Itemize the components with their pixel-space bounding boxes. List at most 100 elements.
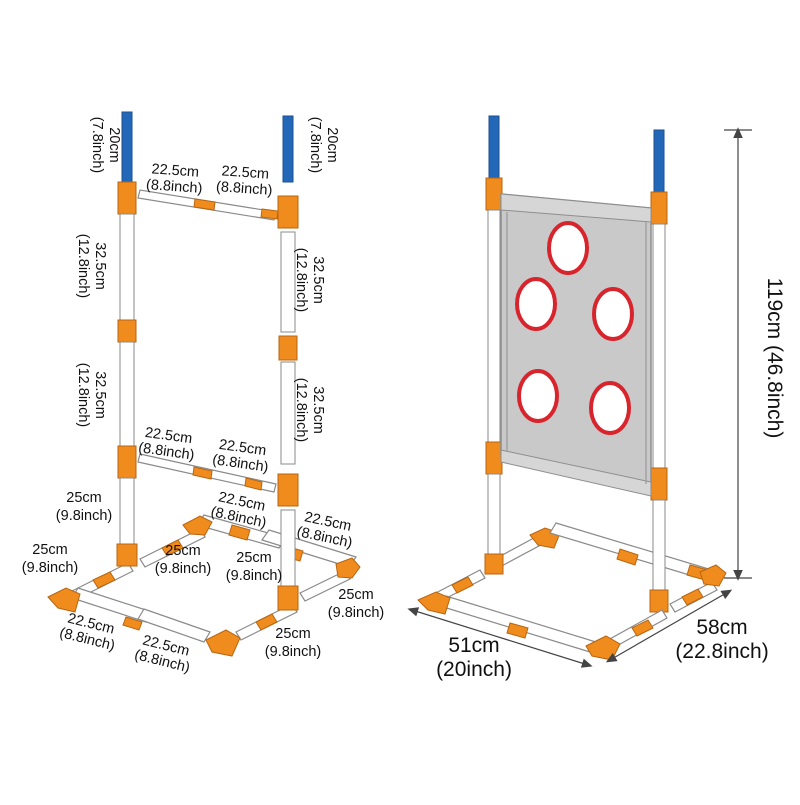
label-line: (20inch) (436, 658, 512, 681)
label-width: 51cm(20inch) (436, 634, 512, 681)
label-line: (9.8inch) (56, 508, 112, 524)
label-line: 32.5cm (310, 256, 326, 304)
label-line: (9.8inch) (226, 568, 282, 584)
label-line: (8.8inch) (145, 177, 202, 197)
svg-text:22.5cm(8.8inch): 22.5cm(8.8inch) (137, 424, 197, 464)
label-leg-left: 25cm (9.8inch) (56, 490, 112, 524)
svg-text:25cm(9.8inch): 25cm (9.8inch) (265, 626, 321, 660)
label-right-back: 25cm (9.8inch) (328, 587, 384, 621)
label-line: 25cm (338, 587, 373, 603)
top-crossbar (137, 189, 279, 221)
svg-text:25cm(9.8inch): 25cm (9.8inch) (226, 550, 282, 584)
corner-back-right (699, 564, 727, 587)
label-line: 58cm (696, 616, 747, 639)
svg-text:51cm(20inch): 51cm(20inch) (436, 634, 512, 681)
label-lower-right: 32.5cm(12.8inch) (293, 378, 326, 442)
label-line: 22.5cm (144, 425, 193, 447)
right-column (277, 115, 299, 611)
label-line: 25cm (275, 626, 310, 642)
red-target-hole-icon (517, 369, 559, 423)
label-line: 25cm (66, 490, 101, 506)
svg-text:22.5cm(8.8inch): 22.5cm(8.8inch) (58, 610, 120, 655)
right-pole-tip (282, 115, 294, 183)
label-line: (9.8inch) (265, 644, 321, 660)
label-lower-left: 32.5cm(12.8inch) (75, 363, 108, 427)
svg-text:119cm (46.8inch): 119cm (46.8inch) (763, 278, 786, 439)
label-line: (9.8inch) (328, 605, 384, 621)
label-height: 119cm (46.8inch) (763, 278, 786, 439)
svg-text:25cm(9.8inch): 25cm (9.8inch) (22, 542, 78, 576)
left-pole-tip (121, 111, 133, 183)
label-top-pole-right: 20cm(7.8inch) (307, 117, 340, 173)
label-line: 32.5cm (310, 386, 326, 434)
label-line: (12.8inch) (293, 248, 309, 312)
label-line: 51cm (448, 634, 499, 657)
exploded-parts-view: 20cm(7.8inch)20cm(7.8inch)32.5cm(12.8inc… (22, 111, 384, 677)
svg-text:20cm(7.8inch): 20cm(7.8inch) (307, 117, 340, 173)
base-corner-front (205, 629, 241, 657)
label-line: (8.8inch) (215, 179, 272, 199)
assembled-right-pole (649, 129, 669, 613)
svg-text:58cm(22.8inch): 58cm(22.8inch) (675, 616, 768, 663)
label-mid-bar-a: 22.5cm(8.8inch) (137, 424, 197, 464)
target-panel (500, 193, 652, 497)
label-line: 22.5cm (221, 163, 270, 182)
label-mid-bar-b: 22.5cm(8.8inch) (211, 436, 271, 476)
assembled-view: 119cm (46.8inch) 51cm(20inch) 58cm(22.8inc… (407, 115, 786, 681)
label-line: 20cm (324, 127, 340, 162)
svg-text:32.5cm(12.8inch): 32.5cm(12.8inch) (293, 378, 326, 442)
base-front-bar-right (137, 608, 211, 643)
label-line: 119cm (46.8inch) (763, 278, 786, 439)
red-target-hole-icon (589, 381, 631, 435)
label-line: 25cm (236, 550, 271, 566)
svg-text:32.5cm(12.8inch): 32.5cm(12.8inch) (75, 234, 108, 298)
svg-text:25cm(9.8inch): 25cm (9.8inch) (328, 587, 384, 621)
label-inner-left: 25cm (9.8inch) (155, 543, 211, 577)
base-left-inner-bar (139, 528, 206, 568)
label-line: 32.5cm (92, 371, 108, 419)
svg-text:22.5cm(8.8inch): 22.5cm(8.8inch) (145, 161, 204, 197)
assembled-base-back (492, 522, 713, 581)
base-corner-back-right (335, 557, 361, 579)
label-line: (12.8inch) (75, 363, 91, 427)
label-line: (12.8inch) (293, 378, 309, 442)
label-front-bar-b: 22.5cm(8.8inch) (133, 633, 192, 677)
base-right-back-bar (299, 570, 351, 602)
label-inner-right: 25cm (9.8inch) (226, 550, 282, 584)
base-corner-left (47, 587, 81, 613)
dimension-lines (407, 127, 752, 668)
label-base-left-side: 25cm (9.8inch) (22, 542, 78, 576)
mid-crossbar (137, 453, 277, 493)
label-line: (8.8inch) (137, 440, 195, 464)
label-depth: 58cm(22.8inch) (675, 616, 768, 663)
label-line: (9.8inch) (22, 560, 78, 576)
label-line: 22.5cm (151, 161, 200, 180)
base-corner-back-left (182, 515, 213, 536)
label-line: 32.5cm (92, 242, 108, 290)
svg-text:20cm(7.8inch): 20cm(7.8inch) (89, 117, 122, 173)
label-upper-right: 32.5cm(12.8inch) (293, 248, 326, 312)
label-top-bar-a: 22.5cm(8.8inch) (145, 161, 204, 197)
label-right-front: 25cm (9.8inch) (265, 626, 321, 660)
label-upper-left: 32.5cm(12.8inch) (75, 234, 108, 298)
label-line: (7.8inch) (89, 117, 105, 173)
svg-text:22.5cm(8.8inch): 22.5cm(8.8inch) (209, 488, 271, 531)
label-line: (9.8inch) (155, 561, 211, 577)
label-line: 25cm (165, 543, 200, 559)
label-top-pole-left: 20cm(7.8inch) (89, 117, 122, 173)
label-line: (8.8inch) (211, 452, 269, 476)
label-line: (22.8inch) (675, 640, 768, 663)
label-line: 20cm (106, 127, 122, 162)
svg-text:32.5cm(12.8inch): 32.5cm(12.8inch) (75, 363, 108, 427)
label-line: 25cm (32, 542, 67, 558)
right-label-layer: 119cm (46.8inch) 51cm(20inch) 58cm(22.8inc… (436, 278, 786, 681)
left-column (116, 111, 138, 567)
red-target-hole-icon (515, 277, 557, 331)
svg-text:22.5cm(8.8inch): 22.5cm(8.8inch) (215, 163, 274, 199)
red-target-hole-icon (547, 221, 589, 275)
label-line: 22.5cm (218, 437, 267, 459)
label-back-bar-a: 22.5cm(8.8inch) (209, 488, 271, 531)
svg-text:22.5cm(8.8inch): 22.5cm(8.8inch) (211, 436, 271, 476)
